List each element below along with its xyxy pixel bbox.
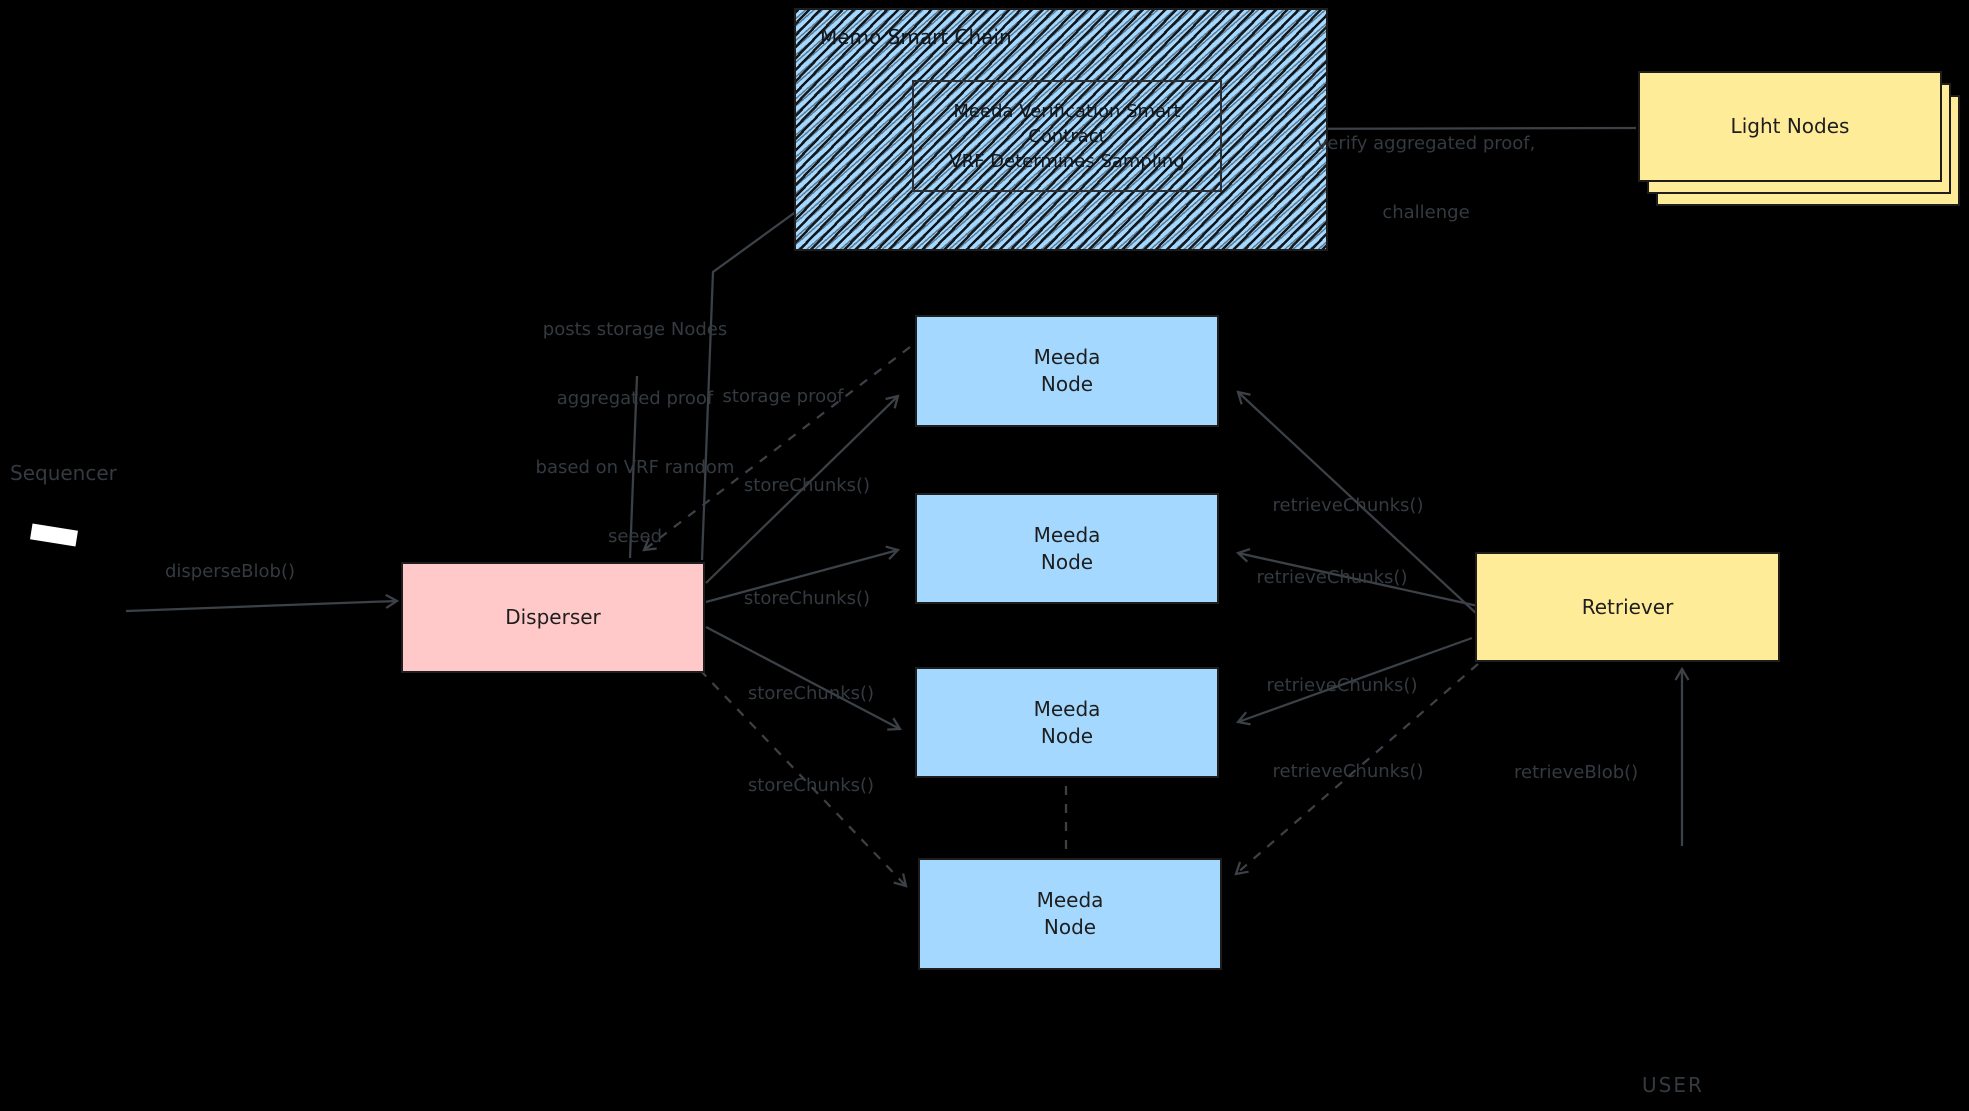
arrow-store-chunks-1 xyxy=(705,394,900,584)
meeda-node-box-4: Meeda Node xyxy=(918,858,1222,970)
disperser-box: Disperser xyxy=(401,562,705,673)
arrow-storage-proof xyxy=(642,346,911,552)
verification-contract-box: Meeda Verification Smart Contract VRF De… xyxy=(912,80,1222,192)
meeda-node-2-line1: Meeda xyxy=(1033,522,1101,547)
arrow-store-chunks-3 xyxy=(705,626,902,731)
arrow-disperse-blob xyxy=(125,593,400,613)
user-label: USER xyxy=(1642,1073,1704,1097)
retrieve-chunks-label-2: retrieveChunks() xyxy=(1256,567,1408,588)
posts-note-line-2: aggregated proof xyxy=(556,388,714,409)
retrieve-chunks-label-3: retrieveChunks() xyxy=(1266,675,1418,696)
storage-proof-label: storage proof xyxy=(722,386,844,407)
retrieve-chunks-label-4: retrieveChunks() xyxy=(1272,761,1424,782)
arrow-store-chunks-2 xyxy=(705,545,901,604)
store-chunks-label-1: storeChunks() xyxy=(743,475,871,496)
meeda-node-4-line2: Node xyxy=(1043,915,1097,939)
disperse-blob-label: disperseBlob() xyxy=(165,561,295,582)
contract-line-2: Contract xyxy=(1028,125,1106,147)
meeda-node-box-2: Meeda Node xyxy=(915,493,1219,604)
sequencer-label: Sequencer xyxy=(10,461,117,485)
meeda-node-3-line1: Meeda xyxy=(1033,696,1101,721)
arrow-retrieve-chunks-2 xyxy=(1235,547,1479,608)
arrow-retrieve-chunks-3 xyxy=(1235,636,1473,726)
meeda-node-1-line1: Meeda xyxy=(1033,345,1101,369)
meeda-node-3-line2: Node xyxy=(1040,723,1094,748)
store-chunks-label-3: storeChunks() xyxy=(747,683,875,704)
arrow-retrieve-chunks-1 xyxy=(1236,390,1479,616)
memo-smart-chain-title: Memo Smart Chain xyxy=(820,25,1012,49)
verify-challenge-line-1: verify aggregated proof, xyxy=(1316,133,1536,154)
retriever-box: Retriever xyxy=(1475,552,1780,662)
disperser-label: Disperser xyxy=(505,605,601,629)
retrieve-chunks-label-1: retrieveChunks() xyxy=(1272,495,1424,516)
store-chunks-label-2: storeChunks() xyxy=(743,588,871,609)
posts-note: posts storage Nodes aggregated proof bas… xyxy=(515,272,755,594)
meeda-node-1-line2: Node xyxy=(1040,372,1094,396)
retriever-label: Retriever xyxy=(1581,594,1674,619)
meeda-node-2-line2: Node xyxy=(1040,549,1094,574)
line-posts-note-pointer xyxy=(628,375,639,559)
light-nodes-label: Light Nodes xyxy=(1730,114,1850,138)
store-chunks-label-4: storeChunks() xyxy=(747,775,875,796)
meeda-node-box-3: Meeda Node xyxy=(915,667,1219,778)
verify-challenge-line-2: challenge xyxy=(1382,202,1470,223)
verify-challenge-label: verify aggregated proof, challenge xyxy=(1298,86,1554,270)
light-nodes-box: Light Nodes xyxy=(1638,71,1942,182)
posts-note-line-4: seeed xyxy=(607,526,663,547)
retrieve-blob-label: retrieveBlob() xyxy=(1514,762,1639,783)
contract-line-1: Meeda Verification Smart xyxy=(953,100,1181,122)
posts-note-line-3: based on VRF random xyxy=(535,457,735,478)
meeda-node-box-1: Meeda Node xyxy=(915,315,1219,427)
posts-note-line-1: posts storage Nodes xyxy=(542,319,728,340)
memo-smart-chain-box: Memo Smart Chain Meeda Verification Smar… xyxy=(794,8,1328,251)
arrow-store-chunks-4 xyxy=(699,669,908,888)
contract-line-3: VRF Determines Sampling xyxy=(949,150,1185,172)
meeda-node-4-line1: Meeda xyxy=(1036,888,1104,912)
